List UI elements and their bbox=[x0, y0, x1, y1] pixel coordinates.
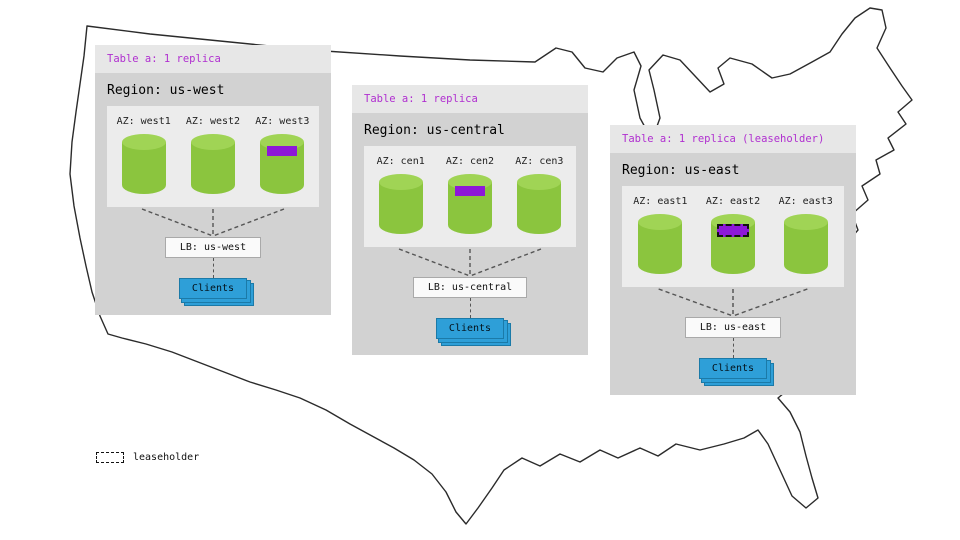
region-panel-us-west: Table a: 1 replica Region: us-west AZ: w… bbox=[95, 45, 331, 315]
az-label: AZ: cen2 bbox=[445, 156, 495, 167]
clients-box: Clients bbox=[178, 278, 248, 299]
az-label: AZ: east1 bbox=[633, 196, 688, 207]
table-replica-label: Table a: 1 replica bbox=[95, 45, 331, 73]
az-container: AZ: cen1 AZ: cen2 AZ: cen3 bbox=[364, 146, 576, 247]
az-column: AZ: cen2 bbox=[435, 154, 504, 235]
lb-connector-lines bbox=[622, 287, 844, 317]
clients-connector-line bbox=[732, 338, 734, 358]
region-panel-us-east: Table a: 1 replica (leaseholder) Region:… bbox=[610, 125, 856, 395]
az-label: AZ: cen3 bbox=[515, 156, 564, 167]
replica-database-cylinder bbox=[783, 213, 829, 275]
az-container: AZ: west1 AZ: west2 AZ: west3 bbox=[107, 106, 319, 207]
az-column: AZ: cen3 bbox=[505, 154, 574, 235]
az-label: AZ: cen1 bbox=[376, 156, 425, 167]
range-marker bbox=[454, 186, 485, 196]
replica-database-cylinder bbox=[637, 213, 683, 275]
replica-database-cylinder bbox=[378, 173, 424, 235]
az-column: AZ: east3 bbox=[769, 194, 842, 275]
database-cylinder-icon bbox=[711, 214, 755, 274]
leaseholder-dashed-swatch-icon bbox=[96, 452, 124, 463]
clients-box: Clients bbox=[435, 318, 505, 339]
replica-database-cylinder bbox=[190, 133, 236, 195]
az-column: AZ: east2 bbox=[697, 194, 770, 275]
clients-box: Clients bbox=[698, 358, 768, 379]
lb-connector-lines bbox=[364, 247, 576, 277]
region-title: Region: us-west bbox=[107, 83, 225, 98]
replica-database-cylinder bbox=[259, 133, 305, 195]
replica-database-cylinder bbox=[516, 173, 562, 235]
database-cylinder-icon bbox=[783, 214, 828, 274]
load-balancer-box: LB: us-east bbox=[684, 317, 782, 338]
leaseholder-range-marker bbox=[717, 224, 749, 237]
region-panel-us-central: Table a: 1 replica Region: us-central AZ… bbox=[352, 85, 588, 355]
legend: leaseholder bbox=[96, 452, 199, 463]
legend-label: leaseholder bbox=[133, 452, 200, 463]
table-replica-label: Table a: 1 replica bbox=[352, 85, 588, 113]
replica-database-cylinder bbox=[710, 213, 756, 275]
database-cylinder-icon bbox=[260, 134, 305, 194]
database-cylinder-icon bbox=[447, 174, 492, 234]
database-cylinder-icon bbox=[190, 134, 235, 194]
database-cylinder-icon bbox=[121, 134, 166, 194]
load-balancer-box: LB: us-central bbox=[412, 277, 528, 298]
range-marker bbox=[267, 146, 298, 156]
lb-connector-lines bbox=[107, 207, 319, 237]
az-column: AZ: west1 bbox=[109, 114, 178, 195]
az-column: AZ: east1 bbox=[624, 194, 697, 275]
table-replica-label: Table a: 1 replica (leaseholder) bbox=[610, 125, 856, 153]
region-title: Region: us-east bbox=[622, 163, 740, 178]
az-column: AZ: west2 bbox=[178, 114, 247, 195]
clients-connector-line bbox=[212, 258, 214, 278]
region-title: Region: us-central bbox=[364, 123, 505, 138]
load-balancer-box: LB: us-west bbox=[164, 237, 262, 258]
database-cylinder-icon bbox=[638, 214, 683, 274]
clients-connector-line bbox=[469, 298, 471, 318]
az-column: AZ: west3 bbox=[248, 114, 317, 195]
az-container: AZ: east1 AZ: east2 AZ: east3 bbox=[622, 186, 844, 287]
replica-database-cylinder bbox=[447, 173, 493, 235]
az-label: AZ: east3 bbox=[778, 196, 833, 207]
az-column: AZ: cen1 bbox=[366, 154, 435, 235]
az-label: AZ: west3 bbox=[255, 116, 310, 127]
replica-database-cylinder bbox=[121, 133, 167, 195]
database-cylinder-icon bbox=[378, 174, 423, 234]
az-label: AZ: west2 bbox=[185, 116, 241, 127]
database-cylinder-icon bbox=[517, 174, 562, 234]
az-label: AZ: east2 bbox=[705, 196, 761, 207]
az-label: AZ: west1 bbox=[116, 116, 171, 127]
